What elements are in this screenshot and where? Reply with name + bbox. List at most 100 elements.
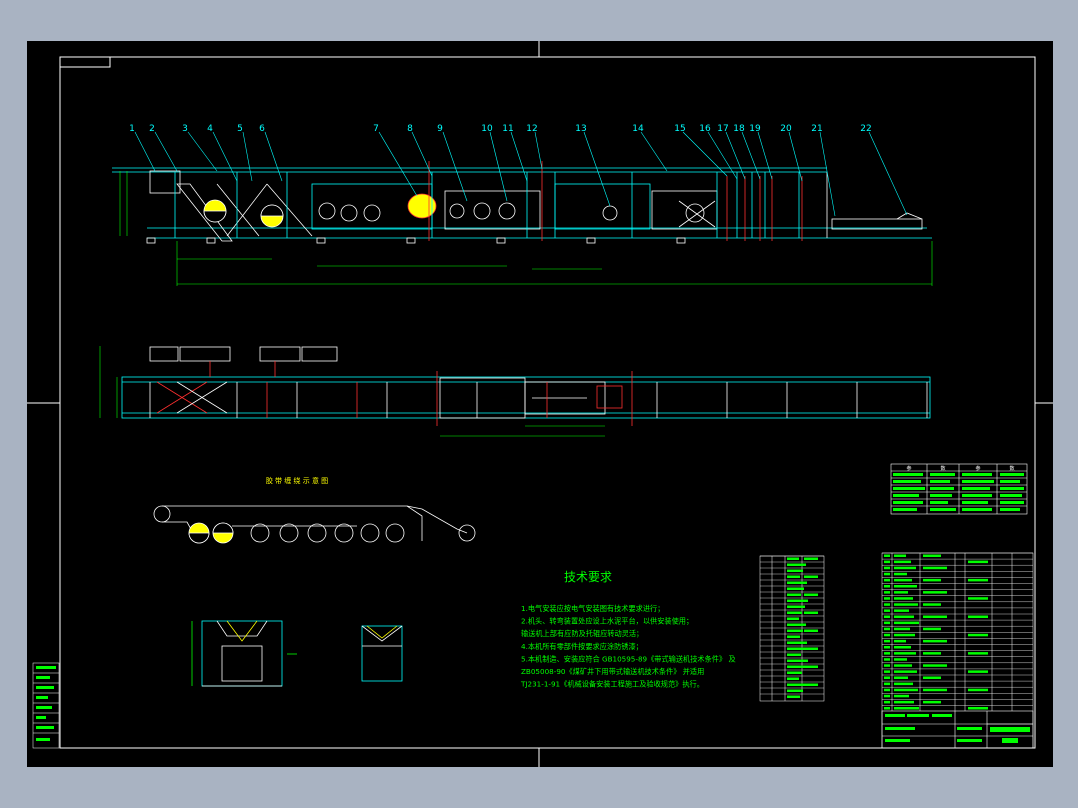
small-row-mark <box>787 557 799 560</box>
bom-row-name <box>923 688 947 692</box>
bom-row-no <box>884 646 890 649</box>
bom-row-no <box>884 566 890 570</box>
plan-view <box>99 346 931 437</box>
tech-line-2: 2.机头、转弯装置处应设上水泥平台，以供安装使用； <box>521 617 693 626</box>
small-row-mark <box>804 629 818 632</box>
bom-row-name <box>923 639 947 643</box>
bom-row-code <box>894 585 917 588</box>
small-row-mark <box>787 623 806 626</box>
bom-row-name <box>923 591 947 594</box>
bom-row-code <box>894 688 918 692</box>
bom-row-code <box>894 700 914 704</box>
callout-14: 14 <box>632 124 644 134</box>
bom-row-code <box>894 707 919 710</box>
bom-row-material <box>968 597 988 600</box>
bom-row-no <box>884 658 890 661</box>
bom-row-no <box>884 585 890 588</box>
small-row-mark <box>787 635 800 638</box>
parameter-table-header: 参数参数 <box>906 465 1014 472</box>
small-row-mark <box>787 689 803 692</box>
parameter-table <box>890 463 1028 515</box>
tech-line-1: 1.电气安装应按电气安装图有技术要求进行； <box>521 604 664 613</box>
small-row-mark <box>787 581 807 584</box>
callout-20: 20 <box>780 124 792 134</box>
bom-row-material <box>968 633 988 637</box>
belt-winding-diagram <box>153 505 476 544</box>
bom-row-code <box>894 676 908 679</box>
param-header-1: 参 <box>906 465 911 472</box>
small-row-mark <box>787 599 808 602</box>
callout-8: 8 <box>407 124 413 134</box>
small-row-mark <box>787 695 800 698</box>
tech-requirements-list: 1.电气安装应按电气安装图有技术要求进行； 2.机头、转弯装置处应设上水泥平台，以… <box>520 604 736 689</box>
bom-row-no <box>884 597 890 600</box>
callout-7: 7 <box>373 124 379 134</box>
bom-row-code <box>894 670 917 673</box>
side-elevation-view <box>112 131 933 286</box>
small-row-mark <box>787 569 803 572</box>
callout-19: 19 <box>749 124 761 134</box>
small-row-mark <box>787 641 807 644</box>
bom-row-no <box>884 609 890 612</box>
callout-15: 15 <box>674 124 685 134</box>
bom-row-name <box>923 615 947 618</box>
small-row-mark <box>787 629 803 632</box>
bom-row-code <box>894 646 911 649</box>
bom-row-material <box>968 560 988 564</box>
bom-row-code <box>894 658 907 661</box>
callout-18: 18 <box>733 124 745 134</box>
bom-row-code <box>894 627 910 631</box>
callout-13: 13 <box>575 124 586 134</box>
small-row-mark <box>787 671 802 674</box>
tech-line-3: 输送机上部有应防及托辊应转动灵活； <box>521 629 643 638</box>
bom-row-code <box>894 578 912 582</box>
small-row-mark <box>787 605 805 608</box>
small-row-mark <box>787 593 801 596</box>
small-row-mark <box>787 611 802 614</box>
small-row-mark <box>787 587 804 590</box>
bom-row-no <box>884 621 890 625</box>
bom-row-no <box>884 633 890 637</box>
bom-row-name <box>923 664 947 667</box>
bom-row-code <box>894 633 915 637</box>
callout-22: 22 <box>860 124 871 134</box>
bom-row-code <box>894 591 908 594</box>
bom-row-no <box>884 639 890 643</box>
small-row-mark <box>787 647 804 650</box>
bom-row-code <box>894 609 909 612</box>
small-row-mark <box>804 575 818 578</box>
bom-row-material <box>968 615 988 618</box>
callout-10: 10 <box>481 124 493 134</box>
belt-diagram-title: 胶 带 缠 绕 示 意 图 <box>266 476 328 485</box>
bom-row-code <box>894 694 909 698</box>
bom-row-code <box>894 597 913 600</box>
small-parts-rows <box>760 555 824 698</box>
bom-row-no <box>884 578 890 582</box>
bom-row-no <box>884 676 890 679</box>
bom-row-code <box>894 554 906 557</box>
bom-row-name <box>923 676 941 679</box>
small-row-mark <box>804 593 818 596</box>
bom-row-code <box>894 566 916 570</box>
small-row-mark <box>787 575 800 578</box>
small-row-mark <box>787 677 799 680</box>
bom-row-code <box>894 615 914 618</box>
callout-4: 4 <box>207 124 213 134</box>
bom-row-material <box>968 578 988 582</box>
drawing-title-mark <box>990 727 1030 732</box>
callout-9: 9 <box>437 124 443 134</box>
bom-row-no <box>884 615 890 618</box>
bom-row-code <box>894 603 918 606</box>
revision-strip-fill <box>36 666 56 741</box>
small-row-mark <box>787 617 799 620</box>
bom-row-name <box>923 578 941 582</box>
bom-row-no <box>884 688 890 692</box>
callout-3: 3 <box>182 124 188 134</box>
callout-1: 1 <box>129 124 135 134</box>
param-header-3: 参 <box>975 465 980 472</box>
bom-row-no <box>884 682 890 686</box>
title-tag-box <box>59 56 111 68</box>
